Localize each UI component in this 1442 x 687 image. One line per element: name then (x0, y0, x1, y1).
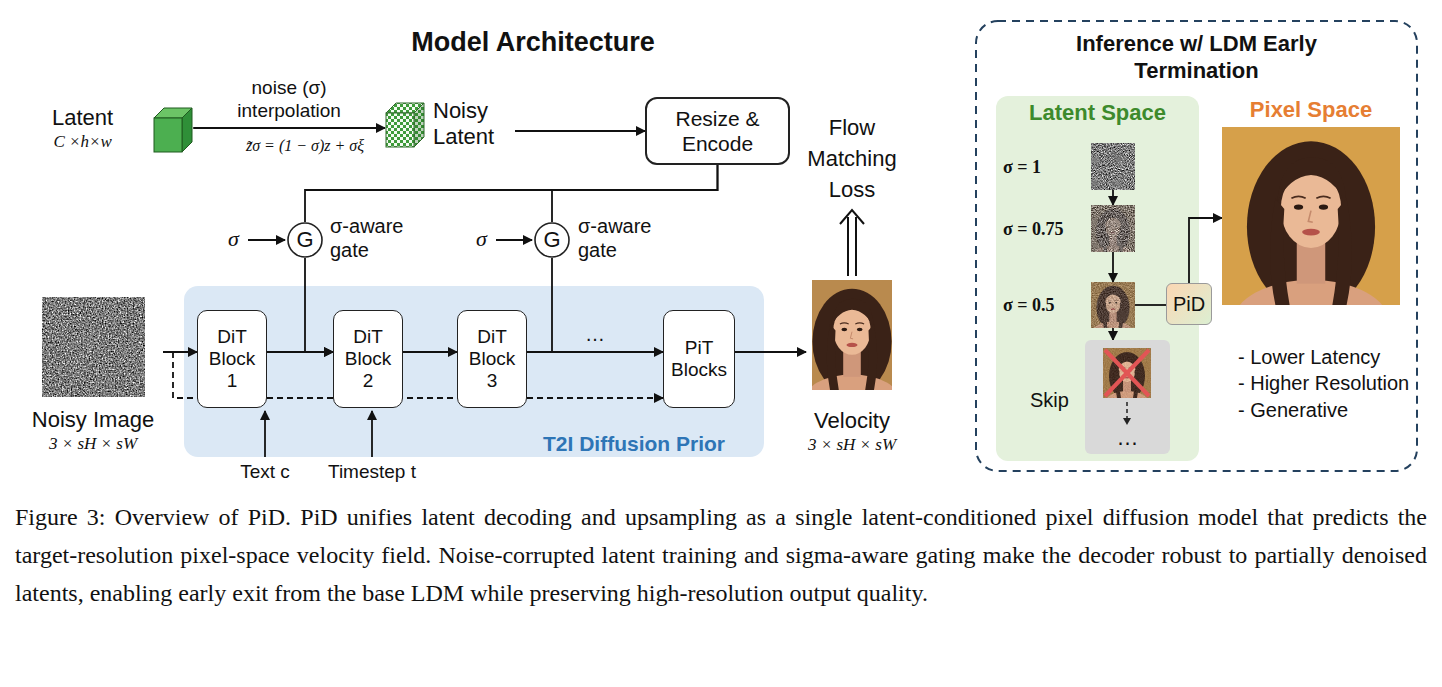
gate-label: σ-aware gate (578, 214, 678, 262)
noisy-image: Noisy Image3 × sH × sW (23, 297, 163, 455)
dit-block: DiT Block 1 (197, 310, 267, 408)
sigma-symbol: σ (228, 226, 239, 252)
process-box: Resize & Encode (645, 97, 790, 165)
node-text: Latent (52, 105, 113, 131)
picture (42, 297, 145, 397)
connector (527, 351, 663, 353)
pixel-output: Pixel Space (1222, 97, 1400, 305)
latent-input: LatentC ×h×w (52, 100, 193, 158)
dimension-text: C ×h×w (53, 131, 111, 153)
connector (552, 165, 718, 222)
inference-frame: Inference w/ LDM Early TerminationLatent… (975, 20, 1418, 472)
skip-group: Skip … (1030, 340, 1170, 454)
loss-label: Flow Matching Loss (797, 112, 907, 205)
latent-preview (1091, 282, 1135, 328)
sigma-input-arrow (496, 239, 532, 241)
input-label: Timestep t (317, 460, 427, 483)
velocity-image: Velocity3 × sH × sW (806, 280, 898, 456)
formula: z̃σ = (1 − σ)z + σξ (230, 136, 380, 156)
figure-title: Model Architecture (333, 26, 733, 58)
frame-heading: Inference w/ LDM Early Termination (1057, 30, 1337, 84)
pid-box: PiD (1166, 283, 1212, 325)
connector (403, 351, 457, 353)
gate-label: σ-aware gate (330, 214, 430, 262)
panel-fill (996, 96, 1199, 461)
panel-heading: Pixel Space (1222, 97, 1400, 123)
frame-outline (976, 21, 1417, 471)
output-image (1222, 127, 1400, 305)
latent-preview (1091, 205, 1135, 252)
prior-band: T2I Diffusion Prior DiT Block 1 DiT Block … (183, 285, 765, 458)
connector (1112, 252, 1114, 282)
band-title: T2I Diffusion Prior (543, 431, 725, 456)
dit-block: DiT Block 2 (333, 310, 403, 408)
connector (193, 127, 385, 129)
node-text: Resize & Encode (653, 106, 782, 156)
node-text: G (287, 222, 323, 258)
connector (1189, 218, 1222, 283)
timestep-arrow (371, 411, 373, 457)
benefit-item: - Generative (1238, 398, 1348, 422)
benefit-item: - Lower Latency (1238, 345, 1380, 369)
dimension-text: 3 × sH × sW (808, 434, 896, 456)
skip-label: Skip (1030, 388, 1069, 412)
sigma-symbol: σ (476, 226, 487, 252)
connector (267, 351, 333, 353)
gate-circle: G (287, 222, 323, 258)
node-text: Velocity (814, 408, 890, 434)
node-text: PiD (1173, 292, 1205, 316)
connector (305, 258, 333, 352)
latent-step: σ = 0.75 (1003, 205, 1135, 252)
node-text: G (534, 222, 570, 258)
text-condition-arrow (264, 411, 266, 457)
connector (305, 165, 718, 222)
dit-block: DiT Block 3 (457, 310, 527, 408)
node-text: Noisy Image (32, 407, 154, 433)
latent-step: σ = 0.5 (1003, 282, 1135, 328)
pit-block: PiT Blocks (663, 310, 735, 408)
ellipsis-text: … (1085, 426, 1170, 450)
gate-circle: G (534, 222, 570, 258)
latent-step: σ = 1 (1003, 143, 1135, 190)
input-label: Text c (225, 460, 305, 483)
latent-space-panel: Latent Space σ = 1 σ = 0.75 σ = 0.5Skip … (995, 95, 1200, 462)
band-fill (184, 286, 764, 457)
node-text: DiT Block 2 (338, 326, 398, 392)
picture (812, 280, 892, 390)
latent-cube (153, 106, 193, 153)
benefit-item: - Higher Resolution (1238, 371, 1409, 395)
label-column: LatentC ×h×w (52, 105, 113, 153)
node-text: Noisy Latent (433, 98, 515, 150)
noisy-latent: Noisy Latent (385, 98, 515, 150)
ellipsis-text: … (580, 322, 610, 346)
connector (1135, 304, 1166, 306)
connector (735, 351, 806, 353)
node-text: DiT Block 1 (202, 326, 262, 392)
node-text: DiT Block 3 (462, 326, 522, 392)
sigma-input-arrow (248, 239, 285, 241)
figure-caption: Figure 3: Overview of PiD. PiD unifies l… (15, 498, 1427, 612)
edge-label: noise (σ) interpolation (224, 76, 354, 122)
connector (515, 130, 645, 132)
panel-heading: Latent Space (995, 100, 1200, 126)
latent-preview (1091, 143, 1135, 190)
sigma-label: σ = 0.5 (1003, 294, 1055, 316)
connector (1112, 190, 1114, 205)
noisy-latent-cube (385, 101, 425, 148)
dimension-text: 3 × sH × sW (49, 433, 137, 455)
sigma-label: σ = 0.75 (1003, 218, 1064, 240)
sigma-label: σ = 1 (1003, 156, 1041, 178)
dashed-connector (1112, 328, 1114, 340)
node-text: PiT Blocks (668, 337, 730, 381)
loss-double-arrow (840, 210, 864, 276)
